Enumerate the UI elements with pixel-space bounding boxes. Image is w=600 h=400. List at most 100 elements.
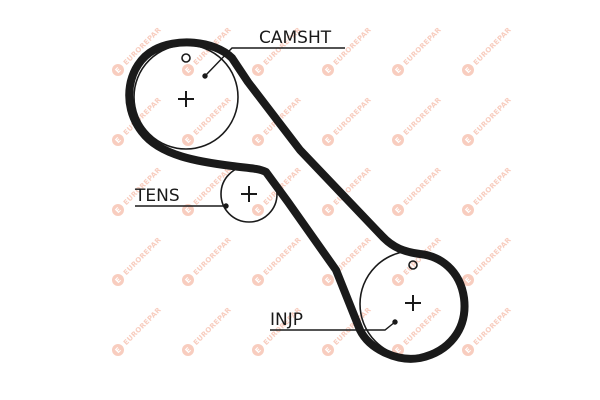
watermark-text: EUROREPAR (472, 26, 513, 67)
camshaft-label: CAMSHT (259, 28, 332, 48)
watermark-badge-letter: E (324, 66, 333, 75)
watermark-text: EUROREPAR (122, 306, 163, 347)
watermark-badge-icon (322, 204, 334, 216)
watermark-badge-icon (112, 344, 124, 356)
watermark-badge-icon (252, 134, 264, 146)
watermark-text: EUROREPAR (402, 306, 443, 347)
watermark-text: EUROREPAR (192, 306, 233, 347)
camshaft-timing-mark (181, 53, 191, 63)
watermark-badge-icon (112, 64, 124, 76)
watermark-badge-letter: E (254, 136, 263, 145)
watermark-badge-letter: E (184, 136, 193, 145)
watermark-badge-icon (322, 134, 334, 146)
watermark-badge-icon (112, 134, 124, 146)
watermark-badge-letter: E (114, 136, 123, 145)
watermark-badge-icon (252, 344, 264, 356)
watermark-text: EUROREPAR (192, 236, 233, 277)
watermark-text: EUROREPAR (472, 306, 513, 347)
watermark-text: EUROREPAR (332, 26, 373, 67)
injection-pump-leader (270, 321, 396, 331)
watermark-badge-icon (392, 204, 404, 216)
leader-lines (135, 47, 398, 331)
camshaft-pulley-circle (133, 44, 239, 150)
watermark-badge-icon (462, 274, 474, 286)
watermark-badge-letter: E (324, 136, 333, 145)
watermark-badge-icon (252, 204, 264, 216)
watermark-badge-letter: E (324, 206, 333, 215)
watermark-text: EUROREPAR (402, 166, 443, 207)
watermark-badge-icon (462, 64, 474, 76)
watermark-badge-letter: E (184, 346, 193, 355)
watermark-badge-icon (392, 274, 404, 286)
watermark-badge-letter: E (114, 346, 123, 355)
watermark-badge-icon (462, 134, 474, 146)
watermark-badge-letter: E (254, 206, 263, 215)
watermark-badge-icon (182, 204, 194, 216)
watermark-badge-letter: E (394, 346, 403, 355)
watermark-badge-icon (182, 274, 194, 286)
injection-pump-center-icon (405, 295, 421, 311)
watermark-badge-letter: E (184, 66, 193, 75)
watermark-badge-icon (112, 274, 124, 286)
watermark-badge-icon (322, 344, 334, 356)
watermark-text: EUROREPAR (402, 96, 443, 137)
watermark-badge-icon (462, 344, 474, 356)
watermark-badge-letter: E (114, 206, 123, 215)
tensioner-leader-dot (223, 203, 229, 209)
watermark-badge-icon (322, 274, 334, 286)
watermark-text: EUROREPAR (122, 236, 163, 277)
watermark-badge-letter: E (464, 66, 473, 75)
watermark-badge-icon (252, 274, 264, 286)
watermark-badge-icon (392, 64, 404, 76)
watermark-badge-letter: E (394, 66, 403, 75)
watermark-text: EUROREPAR (472, 166, 513, 207)
tensioner-label: TENS (134, 186, 180, 206)
watermark-badge-icon (322, 64, 334, 76)
watermark-badge-letter: E (324, 346, 333, 355)
tensioner-center-icon (241, 186, 257, 202)
watermark-badge-letter: E (394, 136, 403, 145)
watermark-badge-letter: E (114, 66, 123, 75)
camshaft-leader-dot (202, 73, 208, 79)
injection-pump-pulley-circle (359, 250, 467, 358)
watermark-badge-letter: E (464, 276, 473, 285)
timing-belt (125, 38, 469, 363)
watermark-text: EUROREPAR (262, 236, 303, 277)
injection-pump-pulley (359, 250, 467, 358)
watermark-text: EUROREPAR (402, 26, 443, 67)
watermark-badge-letter: E (254, 346, 263, 355)
watermark-badge-icon (462, 204, 474, 216)
camshaft-pulley (133, 44, 239, 150)
watermark-badge-icon (392, 134, 404, 146)
watermark-badge-letter: E (184, 276, 193, 285)
watermark-badge-letter: E (464, 206, 473, 215)
watermark-badge-letter: E (394, 206, 403, 215)
watermark-badge-icon (182, 134, 194, 146)
camshaft-leader (204, 47, 345, 77)
tensioner-pulley-circle (220, 165, 278, 223)
watermark-text: EUROREPAR (192, 96, 233, 137)
watermark-badge-icon (182, 64, 194, 76)
injection-pump-leader-dot (392, 319, 398, 325)
watermark-badge-letter: E (114, 276, 123, 285)
watermark-badge-letter: E (254, 66, 263, 75)
watermark-text: EUROREPAR (332, 96, 373, 137)
watermark-text: EUROREPAR (472, 236, 513, 277)
watermark-badge-letter: E (464, 346, 473, 355)
